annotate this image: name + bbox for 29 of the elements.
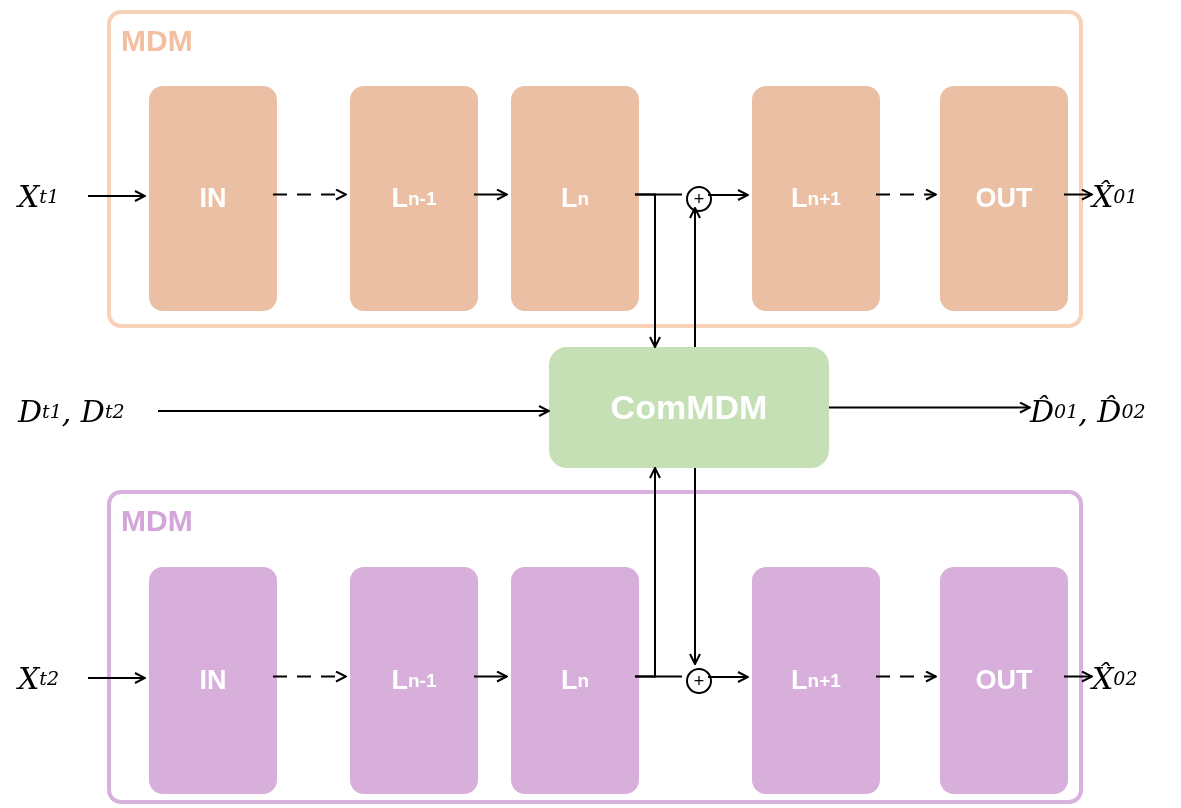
arrow [689, 467, 701, 665]
module-panel [107, 10, 1083, 328]
arrow [272, 188, 347, 201]
layer-block: OUT [940, 86, 1068, 311]
layer-block: IN [149, 567, 277, 794]
arrow [828, 401, 1031, 414]
arrow [707, 671, 749, 683]
arrow [634, 193, 661, 348]
arrow [87, 190, 146, 202]
sum-circle: + [686, 186, 712, 212]
arrow [473, 188, 508, 201]
arrow [272, 670, 347, 683]
layer-block: OUT [940, 567, 1068, 794]
arrow [875, 670, 937, 683]
arrow [87, 672, 146, 684]
arrow [689, 207, 701, 348]
arrow [634, 467, 661, 678]
module-block: ComMDM [549, 347, 829, 468]
layer-block: IN [149, 86, 277, 311]
panel-title: MDM [121, 24, 193, 58]
arrow [157, 405, 550, 417]
arrow [1063, 670, 1093, 683]
arrow [1063, 188, 1093, 201]
arrow [875, 188, 937, 201]
sum-circle: + [686, 668, 712, 694]
module-panel [107, 490, 1083, 804]
arrow [707, 189, 749, 201]
arrow [473, 670, 508, 683]
panel-title: MDM [121, 504, 193, 538]
